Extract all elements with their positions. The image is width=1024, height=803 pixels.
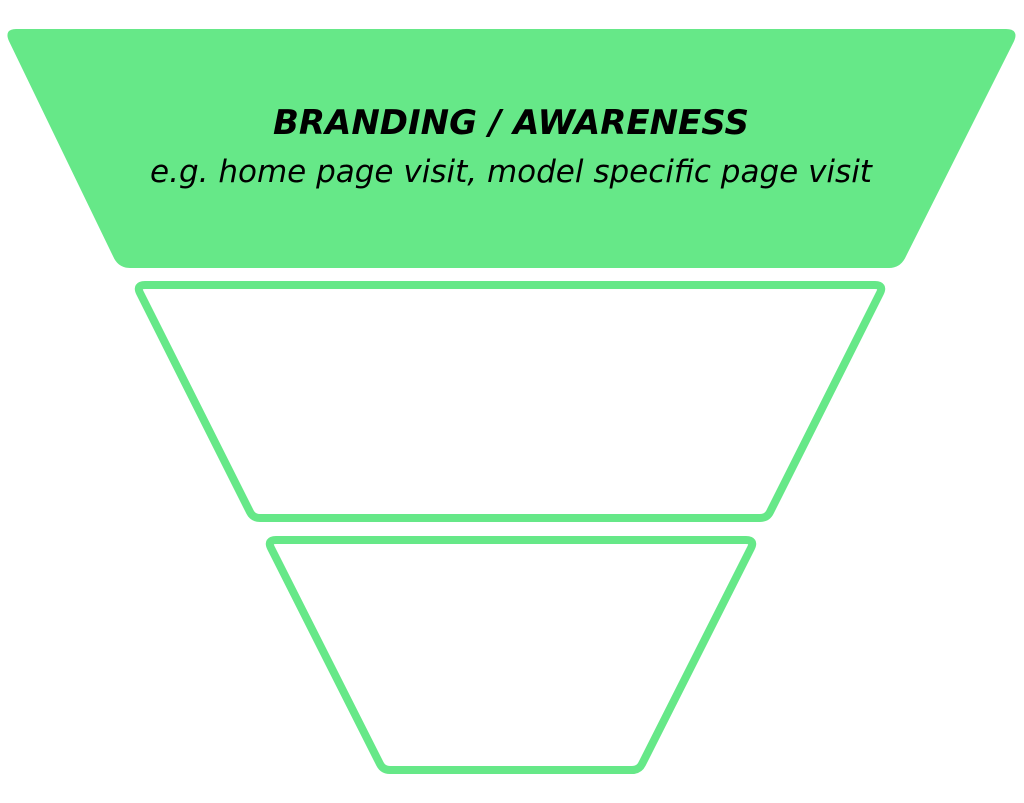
- funnel-stage-3-shape: [265, 536, 757, 774]
- funnel-stage-1-subtitle: e.g. home page visit, model specific pag…: [150, 154, 874, 190]
- funnel-stage-1-title: BRANDING / AWARENESS: [273, 103, 749, 143]
- funnel-stage-3: [265, 536, 757, 774]
- funnel-stage-1: BRANDING / AWARENESS e.g. home page visi…: [7, 29, 1016, 268]
- funnel-stage-2: [134, 281, 886, 522]
- funnel-stage-2-shape: [134, 281, 886, 522]
- funnel-stage-1-shape: [7, 29, 1016, 268]
